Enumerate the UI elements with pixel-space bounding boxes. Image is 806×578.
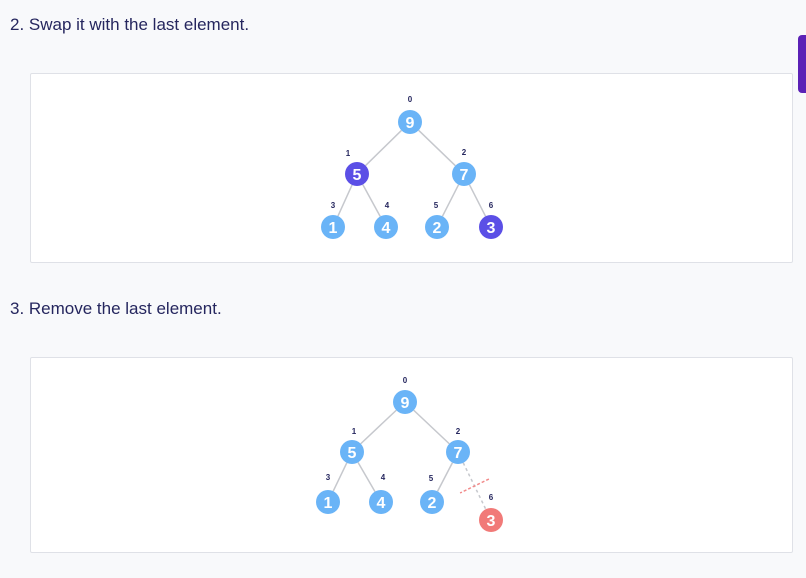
heap-node-value: 9 bbox=[406, 115, 415, 132]
tree-edge bbox=[413, 409, 450, 445]
heap-node-index: 3 bbox=[326, 473, 331, 482]
tree-edge bbox=[360, 409, 397, 445]
heap-figure-remove: 9 0 5 1 7 2 1 3 4 4 2 5 3 6 bbox=[30, 357, 793, 553]
heap-node-circle bbox=[374, 215, 398, 239]
heap-node-circle bbox=[345, 162, 369, 186]
heap-node-circle bbox=[420, 490, 444, 514]
heap-node-value: 7 bbox=[454, 445, 463, 462]
tree-edge bbox=[436, 462, 454, 492]
heap-node-value: 1 bbox=[324, 495, 333, 512]
heap-node-circle bbox=[479, 215, 503, 239]
tree-edge bbox=[418, 129, 456, 167]
heap-node-circle bbox=[446, 440, 470, 464]
heap-node-value: 3 bbox=[487, 513, 496, 530]
tree-edge bbox=[357, 462, 376, 492]
heap-node-circle bbox=[316, 490, 340, 514]
heap-tree-remove-diagram: 9 0 5 1 7 2 1 3 4 4 2 5 3 6 bbox=[316, 376, 503, 532]
heap-node-value: 2 bbox=[428, 495, 437, 512]
heap-node-circle bbox=[321, 215, 345, 239]
heap-node-value: 2 bbox=[433, 220, 442, 237]
tree-edge bbox=[337, 184, 353, 217]
heap-node-value: 3 bbox=[487, 220, 496, 237]
step-heading-swap: 2. Swap it with the last element. bbox=[10, 15, 250, 34]
tree-edge bbox=[365, 129, 402, 167]
tree-edge bbox=[468, 184, 487, 217]
tree-edge bbox=[362, 184, 381, 217]
heap-node-index: 1 bbox=[346, 149, 351, 158]
heap-node-index: 0 bbox=[408, 95, 413, 104]
heap-node-index: 2 bbox=[456, 427, 461, 436]
heap-node-value: 5 bbox=[348, 445, 357, 462]
heap-node-value: 7 bbox=[460, 167, 469, 184]
heap-node-index: 3 bbox=[331, 201, 336, 210]
heap-node-value: 4 bbox=[377, 495, 386, 512]
heap-node-value: 5 bbox=[353, 167, 362, 184]
heap-node-circle bbox=[369, 490, 393, 514]
heap-node-circle bbox=[340, 440, 364, 464]
heap-node-circle bbox=[425, 215, 449, 239]
heap-node-circle bbox=[479, 508, 503, 532]
cut-mark bbox=[459, 478, 490, 494]
heap-node-index: 5 bbox=[429, 474, 434, 483]
heap-node-value: 9 bbox=[401, 395, 410, 412]
heap-node-index: 5 bbox=[434, 201, 439, 210]
tree-edge bbox=[332, 462, 348, 492]
heap-node-circle bbox=[452, 162, 476, 186]
heap-node-index: 6 bbox=[489, 201, 494, 210]
tree-edge bbox=[441, 184, 460, 217]
heap-node-index: 4 bbox=[381, 473, 386, 482]
side-accent-tab[interactable] bbox=[798, 35, 806, 93]
heap-node-circle bbox=[398, 110, 422, 134]
heap-node-circle bbox=[393, 390, 417, 414]
heap-node-index: 6 bbox=[489, 493, 494, 502]
heap-node-value: 1 bbox=[329, 220, 338, 237]
heap-node-index: 2 bbox=[462, 148, 467, 157]
heap-node-index: 0 bbox=[403, 376, 408, 385]
heap-node-index: 1 bbox=[352, 427, 357, 436]
step-heading-remove: 3. Remove the last element. bbox=[10, 299, 222, 318]
heap-node-index: 4 bbox=[385, 201, 390, 210]
heap-node-value: 4 bbox=[382, 220, 391, 237]
